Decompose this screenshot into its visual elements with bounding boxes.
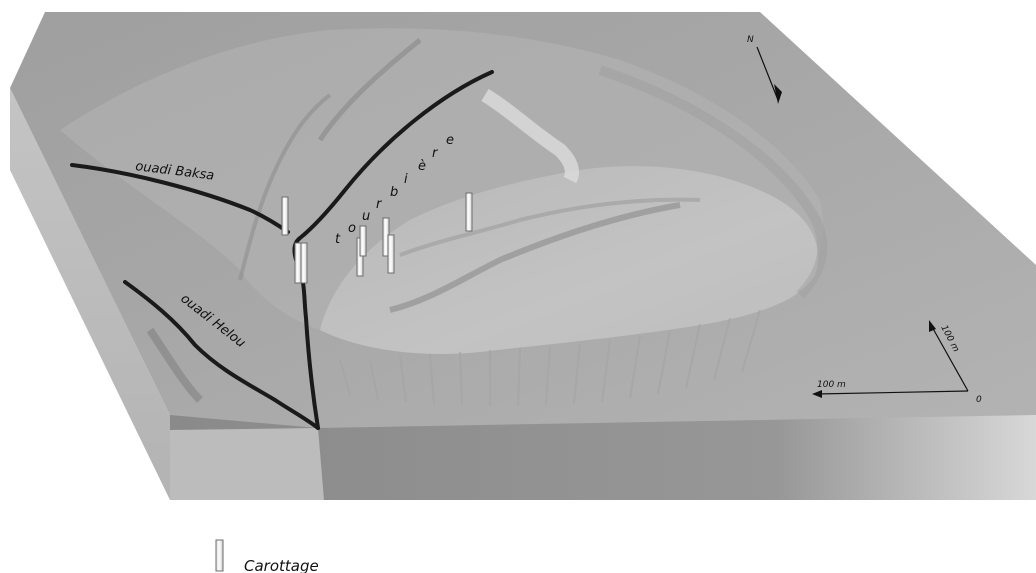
- peat-letter: è: [418, 159, 426, 174]
- pale-gully: [481, 88, 579, 184]
- legend: Carottage: [215, 539, 319, 573]
- southwest-relief: [146, 327, 203, 403]
- core: [465, 192, 473, 232]
- scale-x-axis: [815, 390, 969, 395]
- peat-letter: r: [376, 197, 383, 212]
- peat-letter: e: [446, 133, 454, 148]
- north-label: N: [747, 35, 754, 45]
- river-helou: [123, 280, 320, 430]
- scale-x-label: 100 m: [817, 380, 846, 390]
- north-arrow-head: [774, 84, 782, 104]
- legend-core-symbol: [215, 539, 224, 572]
- north-gully: [317, 38, 422, 142]
- peat-letter: o: [348, 221, 356, 236]
- river-baksa: [70, 163, 290, 234]
- peat-letter: b: [390, 185, 398, 200]
- plateau: [320, 166, 818, 354]
- eastern-slope: [598, 65, 828, 299]
- plateau-escarpment: [389, 202, 681, 313]
- scale-x-arrowhead: [812, 390, 822, 398]
- block-front-face: [170, 415, 1036, 500]
- peat-letter: t: [335, 232, 341, 247]
- cores: [281, 192, 473, 284]
- peat-letter: u: [362, 209, 370, 224]
- peat-letter: i: [404, 172, 408, 187]
- block-front-face-left: [170, 428, 324, 500]
- peat-letter: r: [432, 146, 439, 161]
- core: [281, 196, 289, 236]
- core: [359, 225, 367, 257]
- south-slope-hatch: [339, 309, 761, 407]
- plateau-escarpment-2: [399, 197, 701, 257]
- scale-origin-label: 0: [976, 395, 982, 405]
- scale-y-arrowhead: [929, 320, 936, 332]
- west-gully: [238, 93, 332, 281]
- core: [387, 234, 395, 274]
- core: [300, 242, 308, 284]
- core: [294, 242, 302, 284]
- north-arrow-line: [756, 46, 779, 101]
- north-arrow: N: [747, 35, 782, 104]
- block-left-face: [10, 88, 170, 500]
- scale-y-axis: [930, 324, 969, 392]
- legend-label: Carottage: [244, 557, 319, 573]
- label-tourbiere: t o u r b i è r e: [335, 133, 454, 247]
